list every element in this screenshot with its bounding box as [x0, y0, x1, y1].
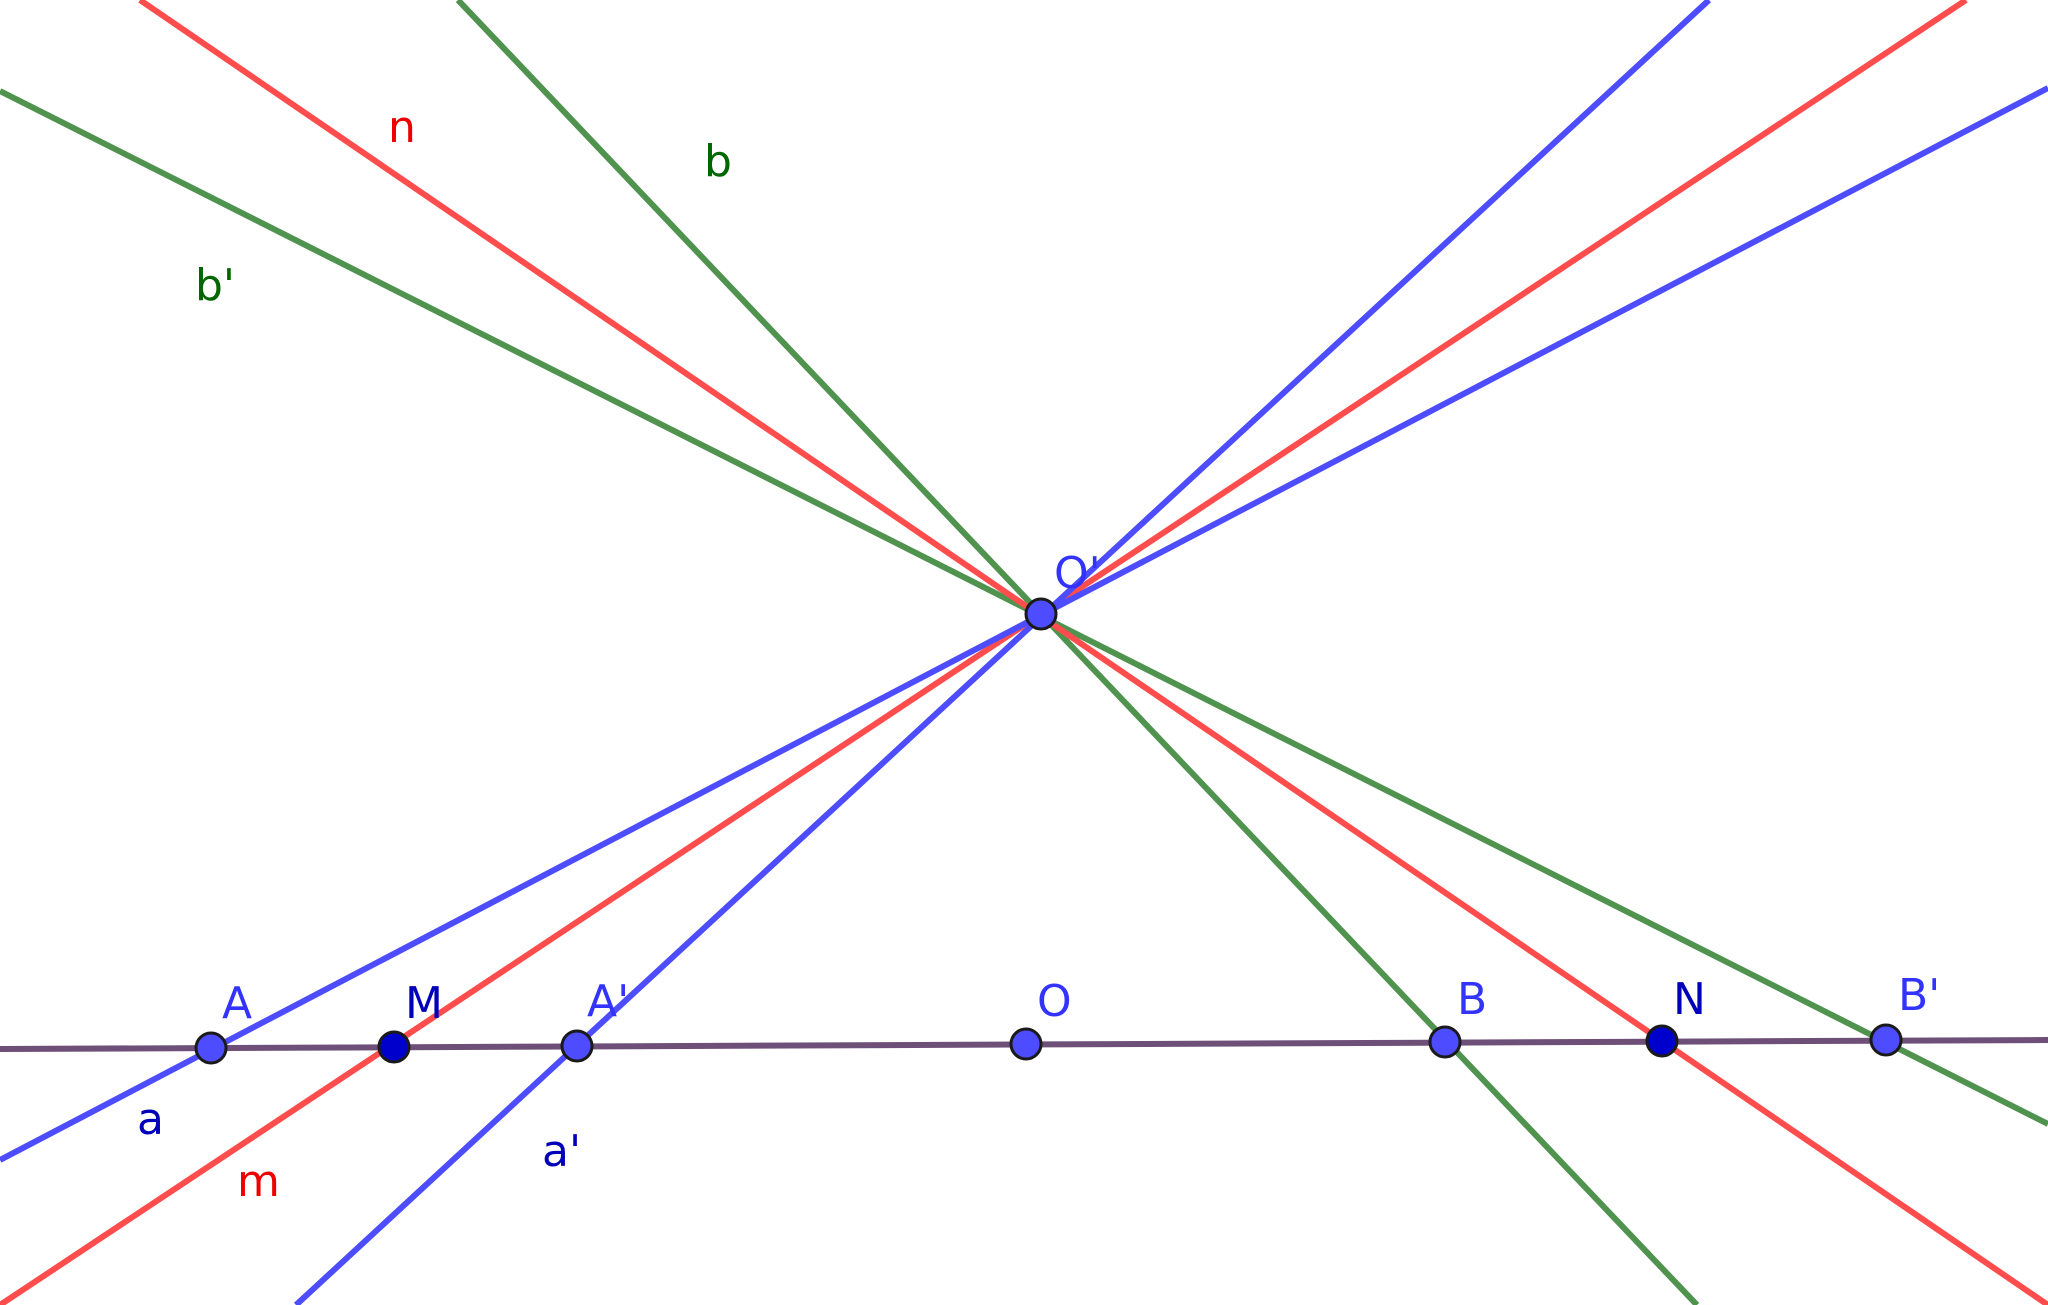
label-point-a: A	[222, 978, 252, 1029]
point-o[interactable]	[1009, 1027, 1043, 1061]
point-m[interactable]	[377, 1030, 411, 1064]
label-point-o-prime: O'	[1054, 548, 1101, 599]
label-point-m: M	[405, 978, 443, 1029]
point-o-prime[interactable]	[1024, 597, 1058, 631]
point-a[interactable]	[194, 1031, 228, 1065]
point-a-prime[interactable]	[560, 1029, 594, 1063]
line-b[interactable]	[455, 0, 1700, 1305]
point-b[interactable]	[1428, 1025, 1462, 1059]
label-a-prime: a'	[542, 1126, 581, 1177]
label-point-n: N	[1673, 974, 1706, 1025]
label-m: m	[237, 1156, 280, 1207]
label-b-prime: b'	[195, 260, 235, 311]
line-a-prime[interactable]	[293, 0, 1712, 1305]
line-m[interactable]	[0, 0, 1968, 1305]
line-a[interactable]	[0, 85, 2048, 1163]
line-n[interactable]	[138, 0, 2048, 1305]
point-b-prime[interactable]	[1869, 1023, 1903, 1057]
label-point-a-prime: A'	[587, 976, 629, 1027]
point-n[interactable]	[1645, 1024, 1679, 1058]
label-point-b: B	[1457, 974, 1487, 1025]
label-n: n	[388, 102, 416, 153]
label-point-o: O	[1037, 976, 1072, 1027]
label-a: a	[137, 1094, 164, 1145]
label-b: b	[704, 136, 732, 187]
label-point-b-prime: B'	[1898, 970, 1940, 1021]
